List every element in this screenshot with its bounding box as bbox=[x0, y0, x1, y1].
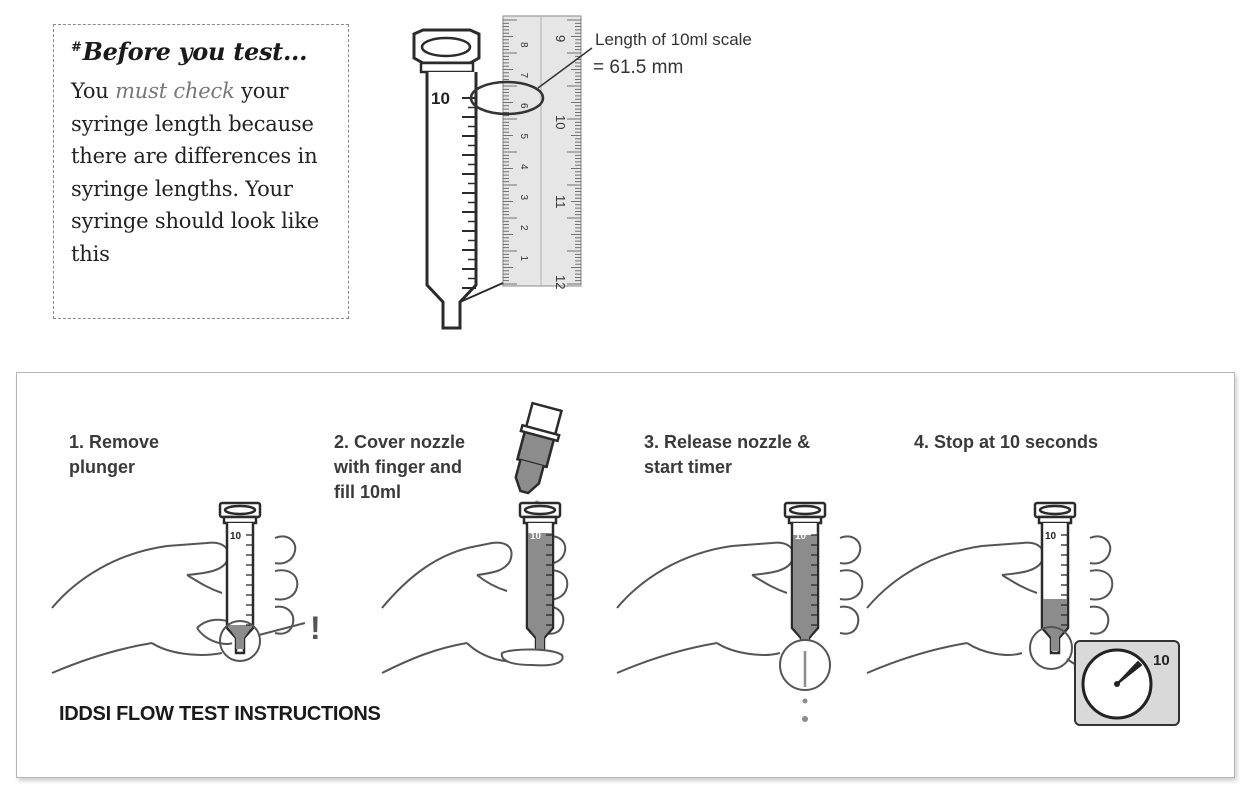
note-heading-text: Before you test... bbox=[82, 37, 308, 66]
ruler-mm-label: 4 bbox=[518, 164, 529, 170]
step-3-illustration: 10 bbox=[616, 501, 864, 722]
hand-outline bbox=[51, 535, 299, 674]
timer-value: 10 bbox=[1153, 652, 1170, 669]
ruler-cm-labels: 9 10 11 12 bbox=[553, 35, 568, 289]
pouring-syringe bbox=[514, 401, 564, 495]
step-4-label-line1: 4. Stop at 10 seconds bbox=[914, 432, 1099, 452]
step-2-syringe-mark: 10 bbox=[530, 531, 542, 542]
ruler-cm-label: 11 bbox=[553, 195, 568, 209]
ruler-cm-ticks bbox=[567, 19, 581, 285]
highlight-ellipse bbox=[469, 80, 545, 116]
note-heading-mark: # bbox=[71, 40, 82, 55]
ruler-mm-label: 1 bbox=[518, 256, 529, 262]
step-2-graduations bbox=[546, 534, 553, 626]
callout-line bbox=[537, 47, 593, 89]
note-text-lead: You bbox=[71, 79, 116, 103]
instruction-panel: 1. Remove plunger 2. Cover nozzle with f… bbox=[16, 372, 1235, 778]
timer-icon: 10 bbox=[1074, 640, 1180, 726]
step-1-label-line2: plunger bbox=[69, 457, 135, 477]
note-heading: #Before you test... bbox=[71, 37, 307, 66]
step-3-syringe-mark: 10 bbox=[795, 531, 807, 542]
step-1-graduations bbox=[246, 534, 253, 626]
ruler-mm-ticks bbox=[503, 19, 517, 285]
note-box: #Before you test... You must check your … bbox=[53, 24, 349, 319]
ruler-mm-label: 2 bbox=[518, 225, 529, 231]
syringe-ruler-figure: 8 7 6 5 4 3 2 1 9 10 11 12 10 bbox=[412, 15, 593, 330]
step-2-label: 2. Cover nozzle with finger and fill 10m… bbox=[334, 430, 465, 505]
step-2-label-line2: with finger and bbox=[334, 457, 462, 477]
alert-line bbox=[258, 622, 306, 636]
step-1-syringe-mark: 10 bbox=[230, 531, 242, 542]
hand-outline bbox=[616, 535, 864, 674]
step-4-graduations bbox=[1061, 534, 1068, 626]
nozzle-highlight-circle bbox=[1029, 626, 1073, 670]
step-3-graduations bbox=[811, 534, 818, 626]
step-1-label-line1: 1. Remove bbox=[69, 432, 160, 452]
liquid-draining bbox=[793, 535, 817, 651]
step-3-label-line2: start timer bbox=[644, 457, 733, 477]
finger-over-nozzle bbox=[500, 648, 564, 667]
syringe-10-mark: 10 bbox=[431, 89, 450, 108]
scale-label-line1: Length of 10ml scale bbox=[595, 30, 752, 49]
ruler-mm-label: 5 bbox=[518, 134, 529, 140]
nozzle-highlight-circle bbox=[219, 620, 261, 662]
ruler-mm-label: 6 bbox=[518, 103, 529, 109]
step-4-illustration: 10 10 bbox=[866, 501, 1180, 726]
ruler-mm-labels: 8 7 6 5 4 3 2 1 bbox=[518, 42, 529, 262]
alert-mark: ! bbox=[310, 610, 321, 646]
ruler-mm-label: 8 bbox=[518, 42, 529, 48]
syringe-graduations bbox=[462, 97, 476, 289]
syringe bbox=[412, 28, 504, 330]
step-1-label: 1. Remove plunger bbox=[69, 430, 159, 480]
ruler-cm-label: 9 bbox=[553, 35, 568, 42]
step-4-label: 4. Stop at 10 seconds bbox=[914, 430, 1098, 455]
note-text-emphasis: must check bbox=[115, 79, 235, 103]
step-2-label-line1: 2. Cover nozzle bbox=[334, 432, 466, 452]
step-4-syringe-mark: 10 bbox=[1045, 531, 1057, 542]
ruler-cm-label: 12 bbox=[553, 275, 568, 289]
step-2-illustration: 10 bbox=[381, 401, 569, 674]
hand-outline bbox=[866, 535, 1114, 674]
step-1-illustration: 10 ! bbox=[51, 501, 321, 674]
step-3-label: 3. Release nozzle & start timer bbox=[644, 430, 810, 480]
liquid-residue bbox=[227, 625, 253, 649]
ruler-cm-label: 10 bbox=[553, 115, 568, 129]
ruler-mm-label: 7 bbox=[518, 73, 529, 79]
step-2-label-line3: fill 10ml bbox=[334, 482, 402, 502]
liquid-remaining bbox=[1043, 599, 1067, 651]
ruler: 8 7 6 5 4 3 2 1 9 10 11 12 bbox=[502, 15, 582, 289]
instructions-title: IDDSI FLOW TEST INSTRUCTIONS bbox=[59, 703, 381, 725]
ruler-mm-label: 3 bbox=[518, 195, 529, 201]
liquid-full bbox=[528, 533, 552, 651]
step-3-label-line1: 3. Release nozzle & bbox=[644, 432, 811, 452]
falling-drops bbox=[802, 698, 808, 722]
scale-label-line2: = 61.5 mm bbox=[593, 57, 684, 78]
note-text: You must check your syringe length becau… bbox=[71, 75, 343, 270]
note-text-rest: your syringe length because there are di… bbox=[71, 79, 319, 266]
